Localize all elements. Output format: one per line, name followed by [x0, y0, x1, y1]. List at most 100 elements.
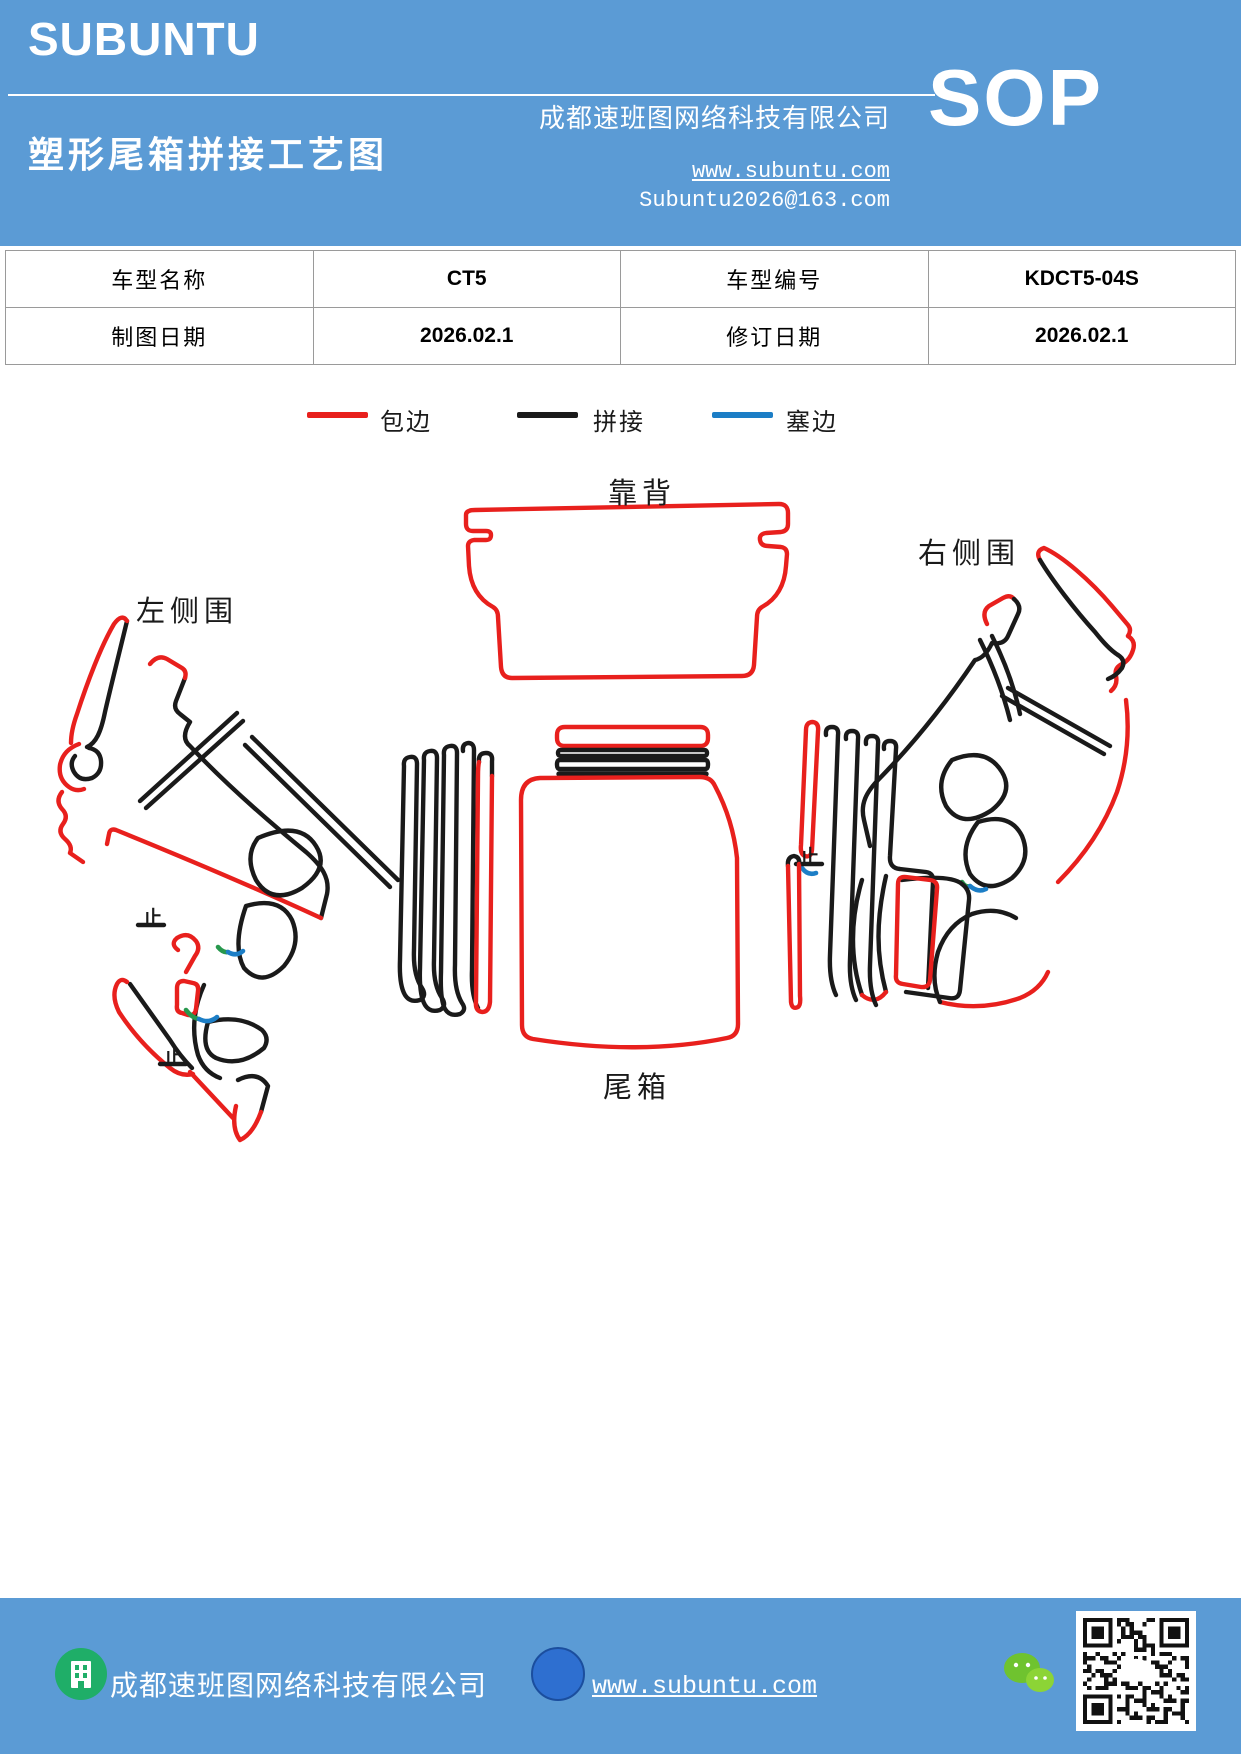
draw-date-label: 制图日期 [5, 307, 314, 365]
left-zigzag-edge [56, 789, 86, 865]
right-strip-4 [881, 738, 936, 991]
left-hook [69, 745, 104, 782]
left-blue-tuck-top [225, 948, 246, 957]
left-crescent-2 [127, 981, 195, 1071]
left-strip-3 [438, 743, 467, 1018]
model-name-value: CT5 [312, 250, 621, 308]
right-splice-strip-a [1005, 685, 1113, 749]
left-bottom-edge [187, 1069, 236, 1121]
left-bottom-quad [235, 1073, 271, 1115]
left-quad-b [236, 900, 298, 980]
trunk-band-2 [554, 757, 711, 772]
right-sliver [1037, 557, 1121, 658]
right-strip-2 [843, 728, 861, 1003]
label-stop-1: 止 [143, 908, 168, 929]
right-hook [1105, 652, 1126, 682]
left-blue-tuck-low [196, 1014, 220, 1024]
right-strip-red [798, 719, 821, 859]
header-divider [8, 94, 935, 96]
legend: 包边 拼接 塞边 [0, 400, 1241, 436]
legend-swatch-splice [517, 412, 578, 418]
right-redstrip-tip [785, 853, 802, 869]
right-crescent-inner [989, 633, 1023, 717]
revise-date-value: 2026.02.1 [927, 307, 1236, 365]
left-small-rect [174, 978, 201, 1018]
pattern-diagram: 靠背 左侧围 右侧围 尾箱 止 止 止 [0, 430, 1241, 1190]
right-strip-3 [863, 733, 881, 1008]
right-quad-a [939, 752, 1009, 822]
right-curve-a [850, 877, 865, 998]
revise-date-label: 修订日期 [620, 307, 929, 365]
left-strip-red [473, 759, 495, 1015]
left-crescent-2-edge [112, 977, 196, 1077]
label-backrest: 靠背 [608, 478, 677, 510]
right-panel-outline [899, 875, 972, 1001]
right-blue-tuck-2 [799, 865, 819, 877]
right-sliver-edge [1036, 545, 1133, 639]
right-redstrip [785, 861, 803, 1011]
model-code-label: 车型编号 [620, 250, 929, 308]
right-crescent [977, 637, 1013, 723]
wechat-icon [1004, 1653, 1054, 1692]
globe-icon [531, 1647, 585, 1701]
vehicle-info-table: 车型名称 CT5 车型编号 KDCT5-04S 制图日期 2026.02.1 修… [5, 250, 1236, 365]
header-contact-block: 成都速班图网络科技有限公司 www.subuntu.com Subuntu202… [539, 98, 890, 213]
right-bottom-edge [937, 969, 1051, 1009]
left-hook-edge [57, 741, 87, 793]
legend-swatch-edge-tuck [712, 412, 773, 418]
right-curve-b [876, 873, 889, 995]
page-title: 塑形尾箱拼接工艺图 [28, 135, 389, 175]
building-icon [55, 1648, 107, 1700]
left-splice-strip-c [249, 734, 401, 883]
doc-type-label: SOP [928, 53, 1103, 142]
left-sliver [84, 618, 130, 750]
legend-label-edge-tuck: 塞边 [786, 410, 838, 436]
diagram-svg [56, 501, 1137, 1143]
left-small-blob [171, 932, 201, 975]
draw-date-value: 2026.02.1 [312, 307, 621, 365]
table-row: 车型名称 CT5 车型编号 KDCT5-04S [5, 250, 1236, 308]
left-bottom-tip [232, 1103, 264, 1143]
left-sliver-edge [68, 615, 130, 746]
trunk-body [518, 774, 741, 1050]
backrest-outline [463, 501, 791, 681]
left-quad-c [203, 1017, 269, 1064]
left-strip-red-tip [476, 750, 495, 779]
right-quad-b [963, 816, 1028, 889]
label-trunk: 尾箱 [603, 1072, 672, 1104]
trunk-band-1 [555, 747, 710, 759]
qr-code [1076, 1611, 1196, 1731]
label-left-side: 左侧围 [136, 596, 239, 628]
right-main-panel-edge [1055, 697, 1130, 885]
trunk-cap [554, 724, 711, 749]
right-strip-1 [823, 724, 841, 998]
left-main-panel [172, 675, 330, 921]
right-panel-red-rect [893, 874, 940, 990]
left-quad-a [248, 828, 323, 898]
email-address: Subuntu2026@163.com [639, 188, 890, 213]
legend-label-splice: 拼接 [593, 410, 645, 436]
label-stop-3: 止 [800, 847, 825, 868]
left-splice-strip-b [143, 718, 246, 811]
right-main-panel-cap [982, 594, 1017, 627]
left-strip-4 [460, 740, 481, 1011]
header-banner: SUBUNTU 塑形尾箱拼接工艺图 成都速班图网络科技有限公司 www.subu… [0, 0, 1241, 246]
right-blue-tuck [967, 883, 989, 893]
right-bottom-quad [932, 908, 1019, 1005]
left-splice-strip-d [242, 742, 393, 890]
brand-logo: SUBUNTU [28, 13, 260, 65]
footer-website-link[interactable]: www.subuntu.com [592, 1672, 818, 1701]
legend-swatch-edge-wrap [307, 412, 368, 418]
model-code-value: KDCT5-04S [927, 250, 1236, 308]
label-stop-2: 止 [164, 1047, 189, 1068]
company-name: 成都速班图网络科技有限公司 [538, 104, 890, 133]
footer-company-name: 成都速班图网络科技有限公司 [110, 1671, 488, 1702]
left-main-panel-cap [147, 655, 188, 681]
model-name-label: 车型名称 [5, 250, 314, 308]
table-row: 制图日期 2026.02.1 修订日期 2026.02.1 [5, 307, 1236, 365]
left-splice-strip-a [137, 710, 240, 804]
label-right-side: 右侧围 [918, 538, 1021, 570]
left-main-panel-edge [104, 827, 324, 921]
website-link[interactable]: www.subuntu.com [691, 159, 890, 184]
